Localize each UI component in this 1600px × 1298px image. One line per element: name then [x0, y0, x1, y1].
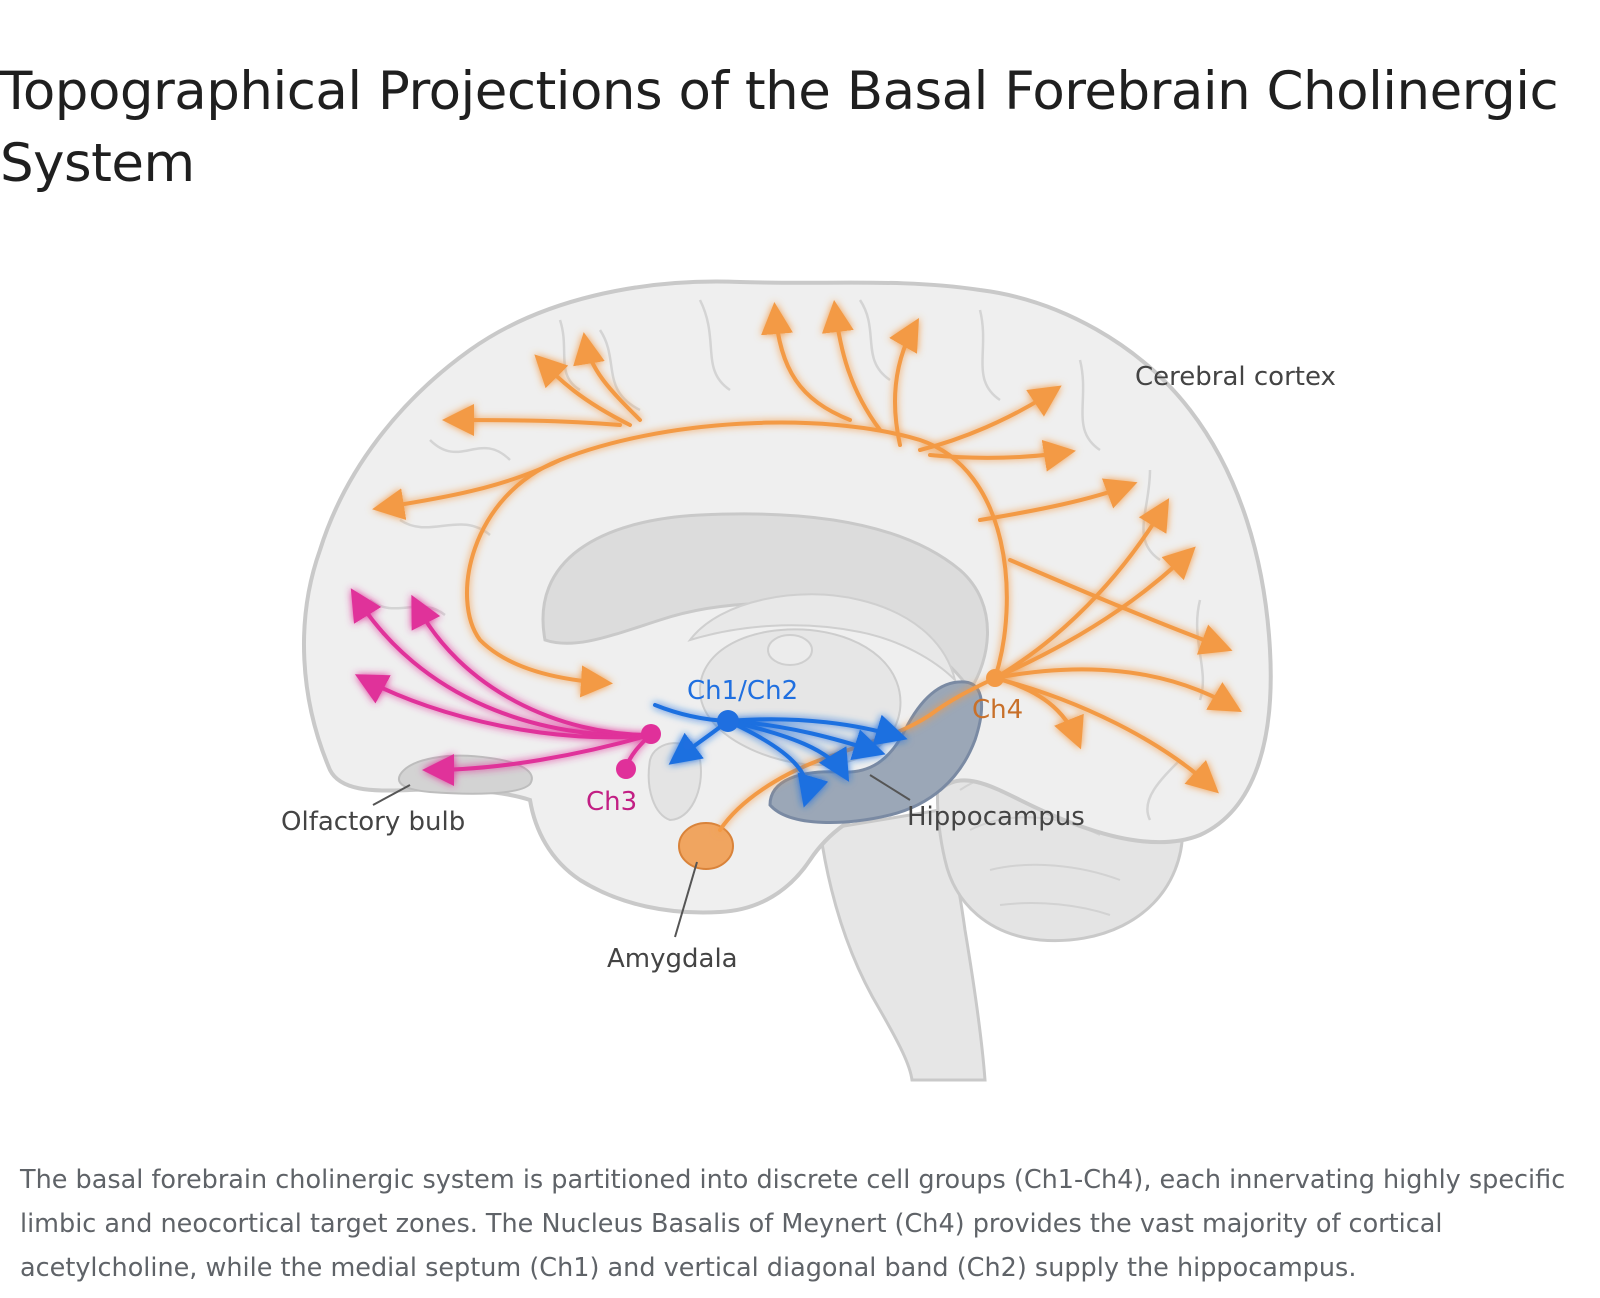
- ch4-branch-2: [372, 458, 562, 521]
- label-hippocampus: Hippocampus: [907, 802, 1085, 832]
- amygdala-leader: [674, 861, 698, 938]
- label-ch3: Ch3: [586, 787, 637, 817]
- ch4-projections: [372, 300, 1242, 832]
- ch4-branch-8: [918, 385, 1062, 452]
- ch4-branch-9: [928, 439, 1076, 472]
- ch3-branch-4: [422, 733, 652, 786]
- hippocampus-leader: [869, 774, 911, 801]
- ch3-nucleus-upper: [641, 724, 661, 744]
- ch3-projections: [350, 588, 652, 786]
- label-ch4: Ch4: [972, 695, 1023, 725]
- ch3-branch-2: [411, 594, 652, 737]
- ch4-branch-4: [573, 332, 642, 422]
- ch2-small-nucleus: [683, 740, 693, 750]
- brain-diagram: Cerebral cortex Ch1/Ch2 Ch3 Ch4 Olfactor…: [281, 279, 1336, 1082]
- ch4-branch-3: [534, 354, 632, 427]
- page-title: Topographical Projections of the Basal F…: [0, 61, 1559, 194]
- ch1-ch2-branch-2: [726, 719, 886, 761]
- ch4-branch-11: [1008, 558, 1233, 655]
- ch4-branch-5: [761, 302, 852, 422]
- ch4-branch-14: [993, 667, 1242, 713]
- ch3-nucleus-lower: [616, 759, 636, 779]
- ch4-branch-13: [993, 546, 1196, 680]
- lateral-ventricle: [687, 593, 957, 684]
- label-cerebral-cortex: Cerebral cortex: [1135, 362, 1336, 392]
- ch4-branch-16: [993, 676, 1084, 750]
- label-ch1-ch2: Ch1/Ch2: [687, 676, 798, 706]
- olfactory-bulb-leader: [372, 784, 411, 806]
- label-amygdala: Amygdala: [607, 944, 738, 974]
- ch1-ch2-nucleus: [717, 710, 739, 732]
- figure-caption: The basal forebrain cholinergic system i…: [20, 1165, 1566, 1283]
- ch4-branch-7: [889, 318, 919, 447]
- interthalamic-adhesion: [767, 634, 813, 666]
- label-olfactory-bulb: Olfactory bulb: [281, 807, 465, 837]
- ch1-ch2-branch-3: [726, 719, 850, 782]
- ch4-branch-12: [993, 498, 1170, 680]
- ch4-nucleus: [986, 669, 1004, 687]
- ch1-ch2-branch-4: [726, 719, 829, 808]
- ch4-branch-10: [978, 478, 1138, 522]
- amygdala: [678, 822, 734, 870]
- ch3-branch-1: [350, 588, 652, 738]
- ch3-branch-3: [354, 674, 652, 740]
- ch4-main-arc: [465, 420, 1009, 698]
- ch4-branch-6: [821, 300, 882, 432]
- ch4-branch-1: [442, 404, 622, 437]
